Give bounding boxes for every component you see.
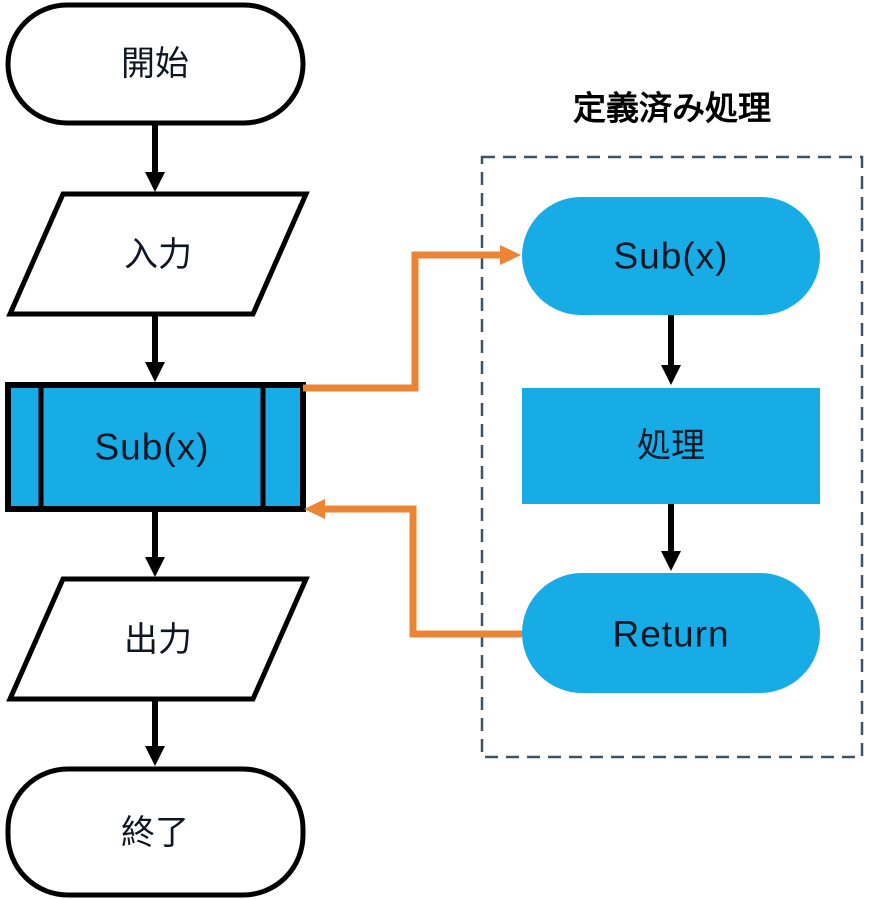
end-label: 終了 [121, 814, 189, 852]
down-arrow-icon [145, 314, 165, 382]
node-output: 出力 [6, 576, 310, 702]
output-label: 出力 [124, 621, 192, 659]
subroutine-entry-shape [522, 197, 820, 315]
down-arrow-icon [145, 512, 165, 577]
down-arrow-icon [661, 504, 681, 571]
subroutine-process-shape [522, 388, 820, 504]
node-subroutine-return: Return [522, 573, 820, 693]
node-end: 終了 [5, 766, 306, 898]
end-terminator-shape [5, 766, 306, 898]
output-parallelogram-shape [6, 576, 310, 702]
node-subroutine-process: 処理 [522, 388, 820, 504]
down-arrow-icon [661, 315, 681, 385]
down-arrow-icon [145, 699, 165, 766]
node-call-predefined-process: Sub(x) [5, 382, 306, 512]
input-parallelogram-shape [6, 191, 310, 317]
subroutine-group-title: 定義済み処理 [573, 90, 771, 127]
node-start: 開始 [5, 2, 306, 126]
input-label: 入力 [124, 236, 192, 274]
node-input: 入力 [6, 191, 310, 317]
node-subroutine-entry: Sub(x) [522, 197, 820, 315]
subroutine-return-shape [522, 573, 820, 693]
start-label: 開始 [121, 45, 189, 83]
call-connector-right-arrow-icon [303, 245, 521, 392]
subroutine-return-label: Return [612, 614, 729, 655]
subroutine-process-label: 処理 [637, 427, 705, 465]
down-arrow-icon [145, 123, 165, 192]
return-connector-left-arrow-icon [304, 499, 522, 638]
call-label: Sub(x) [95, 427, 210, 468]
subroutine-entry-label: Sub(x) [614, 236, 729, 277]
call-box-shape [5, 382, 306, 512]
subroutine-dashed-container [480, 155, 864, 759]
